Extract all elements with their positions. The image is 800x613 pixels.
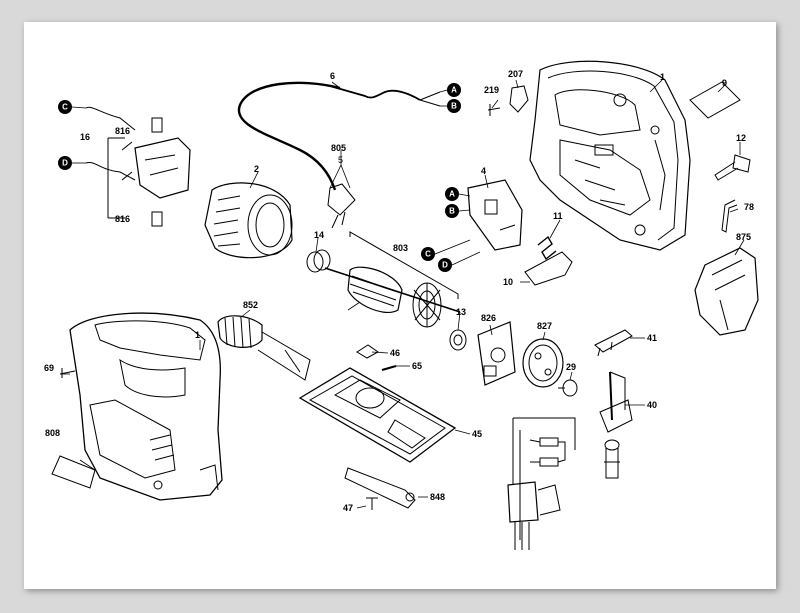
plunger-40 xyxy=(599,371,633,479)
label-sticker-9 xyxy=(689,81,741,119)
diagram-sheet: C D A B A B C D 1 9 12 78 875 6 xyxy=(24,22,776,589)
clip-207 xyxy=(509,85,529,113)
part-label-848: 848 xyxy=(430,492,445,502)
svg-text:C: C xyxy=(425,250,431,259)
bracket-16 xyxy=(107,137,125,219)
part-label-808: 808 xyxy=(45,428,60,438)
gear-plate-826 xyxy=(477,321,516,386)
part-label-41: 41 xyxy=(647,333,657,343)
part-label-69: 69 xyxy=(44,363,54,373)
part-label-2: 2 xyxy=(254,164,259,174)
part-label-816-bottom: 816 xyxy=(115,214,130,224)
wire-c xyxy=(85,106,136,131)
svg-text:D: D xyxy=(62,159,68,168)
part-label-14: 14 xyxy=(314,230,324,240)
screw-47 xyxy=(366,497,378,510)
bracket-803 xyxy=(349,231,459,299)
wiring-schematic xyxy=(507,417,576,550)
part-label-4: 4 xyxy=(481,166,486,176)
brush-holder-assembly-16 xyxy=(121,117,191,227)
part-label-1-top: 1 xyxy=(660,72,665,82)
gear-827 xyxy=(522,338,564,388)
jigsaw-housing-1 xyxy=(69,312,223,501)
screw-219 xyxy=(487,104,501,116)
lever-10 xyxy=(524,251,573,286)
connector-callout-a-switch: A xyxy=(445,187,459,201)
housing-shell-right xyxy=(529,60,691,251)
part-label-65: 65 xyxy=(412,361,422,371)
part-label-78: 78 xyxy=(744,202,754,212)
connector-callout-b-cord: B xyxy=(447,99,461,113)
svg-text:A: A xyxy=(449,190,455,199)
part-label-10: 10 xyxy=(503,277,513,287)
part-label-40: 40 xyxy=(647,400,657,410)
part-label-12: 12 xyxy=(736,133,746,143)
part-label-805: 805 xyxy=(331,143,346,153)
lever-848 xyxy=(344,467,416,509)
svg-text:C: C xyxy=(62,103,68,112)
svg-text:B: B xyxy=(449,207,455,216)
part-label-5: 5 xyxy=(338,155,343,165)
guide-41 xyxy=(594,329,633,357)
bearing-13 xyxy=(449,329,467,351)
nut-46 xyxy=(356,344,379,359)
connector-callout-d-switch: D xyxy=(438,258,452,272)
part-label-816-top: 816 xyxy=(115,126,130,136)
bearing-29 xyxy=(558,379,578,397)
svg-text:D: D xyxy=(442,261,448,270)
part-label-852: 852 xyxy=(243,300,258,310)
exploded-parts-diagram: C D A B A B C D 1 9 12 78 875 6 xyxy=(44,60,759,550)
wire-d xyxy=(85,161,136,181)
spring-11 xyxy=(537,235,557,261)
part-label-47: 47 xyxy=(343,503,353,513)
dust-extractor-852 xyxy=(217,315,311,381)
connector-callout-d-left: D xyxy=(58,156,72,170)
part-label-11: 11 xyxy=(553,211,563,221)
base-plate-45 xyxy=(298,367,457,463)
part-label-803: 803 xyxy=(393,243,408,253)
bolt-12 xyxy=(714,154,751,181)
connector-callout-c-left: C xyxy=(58,100,72,114)
part-label-9: 9 xyxy=(722,78,727,88)
connector-callout-a-cord: A xyxy=(447,83,461,97)
part-label-29: 29 xyxy=(566,362,576,372)
part-label-219: 219 xyxy=(484,85,499,95)
part-label-1-bottom: 1 xyxy=(195,330,200,340)
leader-lines xyxy=(60,79,745,509)
field-stator-2 xyxy=(204,182,293,259)
svg-text:A: A xyxy=(451,86,457,95)
part-label-875: 875 xyxy=(736,232,751,242)
part-label-826: 826 xyxy=(481,313,496,323)
part-label-827: 827 xyxy=(537,321,552,331)
part-label-207: 207 xyxy=(508,69,523,79)
hex-key-78 xyxy=(721,199,738,233)
connector-callout-c-switch: C xyxy=(421,247,435,261)
bearing-14 xyxy=(306,249,331,273)
part-labels: 1 9 12 78 875 6 805 5 207 219 4 11 10 16… xyxy=(44,69,754,513)
part-label-46: 46 xyxy=(390,348,400,358)
armature-803 xyxy=(324,266,461,328)
label-sticker-808 xyxy=(51,455,96,489)
switch-carrier-4 xyxy=(467,179,523,251)
part-label-45: 45 xyxy=(472,429,482,439)
screw-69 xyxy=(59,368,76,378)
part-label-6: 6 xyxy=(330,71,335,81)
svg-text:B: B xyxy=(451,102,457,111)
dust-cover-875 xyxy=(694,247,759,336)
pin-65 xyxy=(381,364,397,372)
part-label-16: 16 xyxy=(80,132,90,142)
connector-callout-b-switch: B xyxy=(445,204,459,218)
part-label-13: 13 xyxy=(456,307,466,317)
power-cord-6 xyxy=(237,81,441,229)
